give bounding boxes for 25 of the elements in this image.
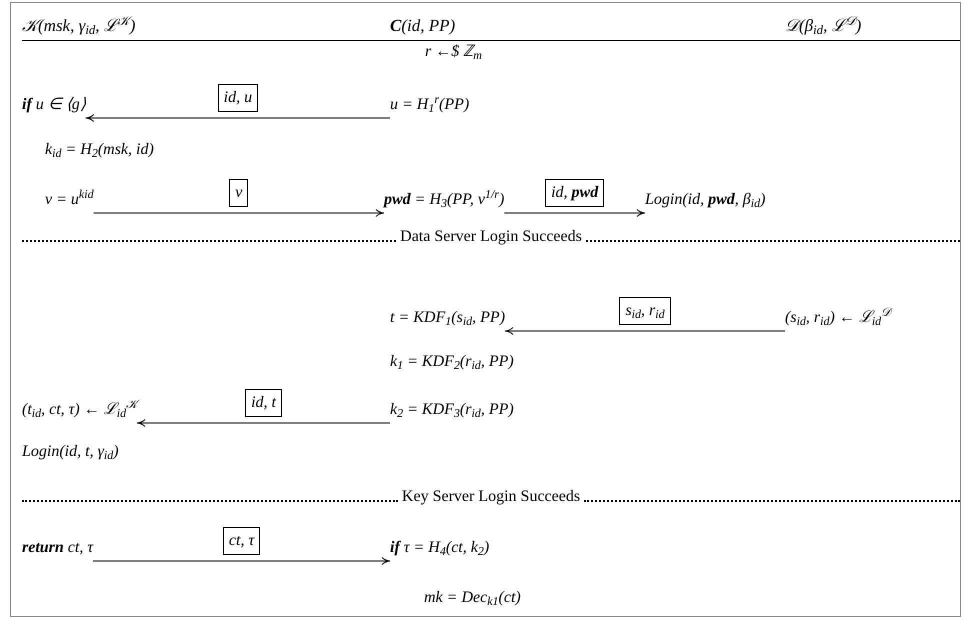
protocol-step: u = H$_{1}$$^{r}$(PP) — [390, 92, 470, 128]
protocol-step: Login(id, t, γ$_{id}$) — [22, 439, 119, 475]
party-heading: 𝒟(β$_{id}$, ℒ$^{𝒟}$) — [785, 13, 862, 39]
protocol-step: mk = Dec$_{k1}$(ct) — [424, 585, 521, 621]
message-box: s$_{id}$, r$_{id}$ — [619, 297, 671, 325]
protocol-step: if τ = H$_{4}$(ct, k$_{2}$) — [390, 535, 490, 571]
section-divider-text: Data Server Login Succeeds — [400, 227, 582, 247]
protocol-step: v = u$^{kid}$ — [45, 187, 94, 223]
message-box: id, u — [218, 84, 258, 112]
protocol-step: t = KDF$_{1}$(s$_{id}$, PP) — [390, 305, 506, 341]
section-divider-text: Key Server Login Succeeds — [402, 487, 580, 507]
message-box: ct, τ — [222, 527, 260, 555]
party-heading: C(id, PP) — [390, 15, 456, 37]
message-box: id, t — [245, 389, 282, 417]
sampling-step: r ←$ ℤ$_{m}$ — [425, 41, 482, 63]
protocol-step: Login(id, pwd, β$_{id}$) — [645, 187, 766, 223]
protocol-step: k$_{1}$ = KDF$_{2}$(r$_{id}$, PP) — [390, 349, 514, 385]
message-box: v — [229, 179, 248, 207]
protocol-step: if u ∈ ⟨g⟩ — [22, 92, 86, 128]
party-heading: 𝒦(msk, γ$_{id}$, ℒ$^{𝒦}$) — [22, 13, 136, 39]
protocol-step: pwd = H$_{3}$(PP, v$^{1/r}$) — [384, 187, 504, 223]
protocol-step: return ct, τ — [22, 535, 94, 571]
protocol-step: k$_{2}$ = KDF$_{3}$(r$_{id}$, PP) — [390, 397, 514, 433]
message-box: id, pwd — [545, 179, 604, 207]
protocol-step: k$_{id}$ = H$_{2}$(msk, id) — [45, 137, 154, 173]
